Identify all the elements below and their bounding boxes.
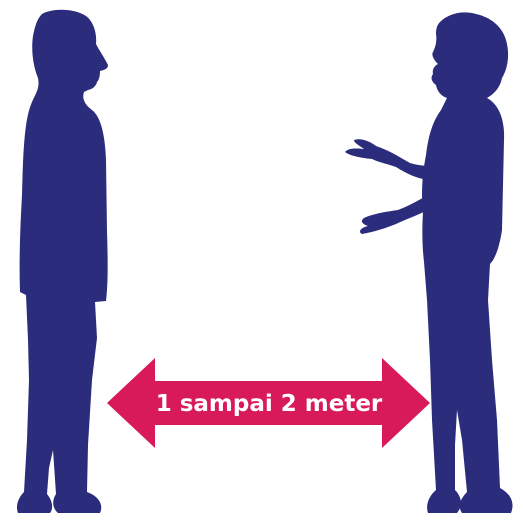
double-arrow-icon [107,358,430,448]
distance-arrow: 1 sampai 2 meter [107,358,430,448]
distance-label: 1 sampai 2 meter [156,391,383,417]
right-person-silhouette [345,12,513,513]
left-person-silhouette [16,9,108,514]
